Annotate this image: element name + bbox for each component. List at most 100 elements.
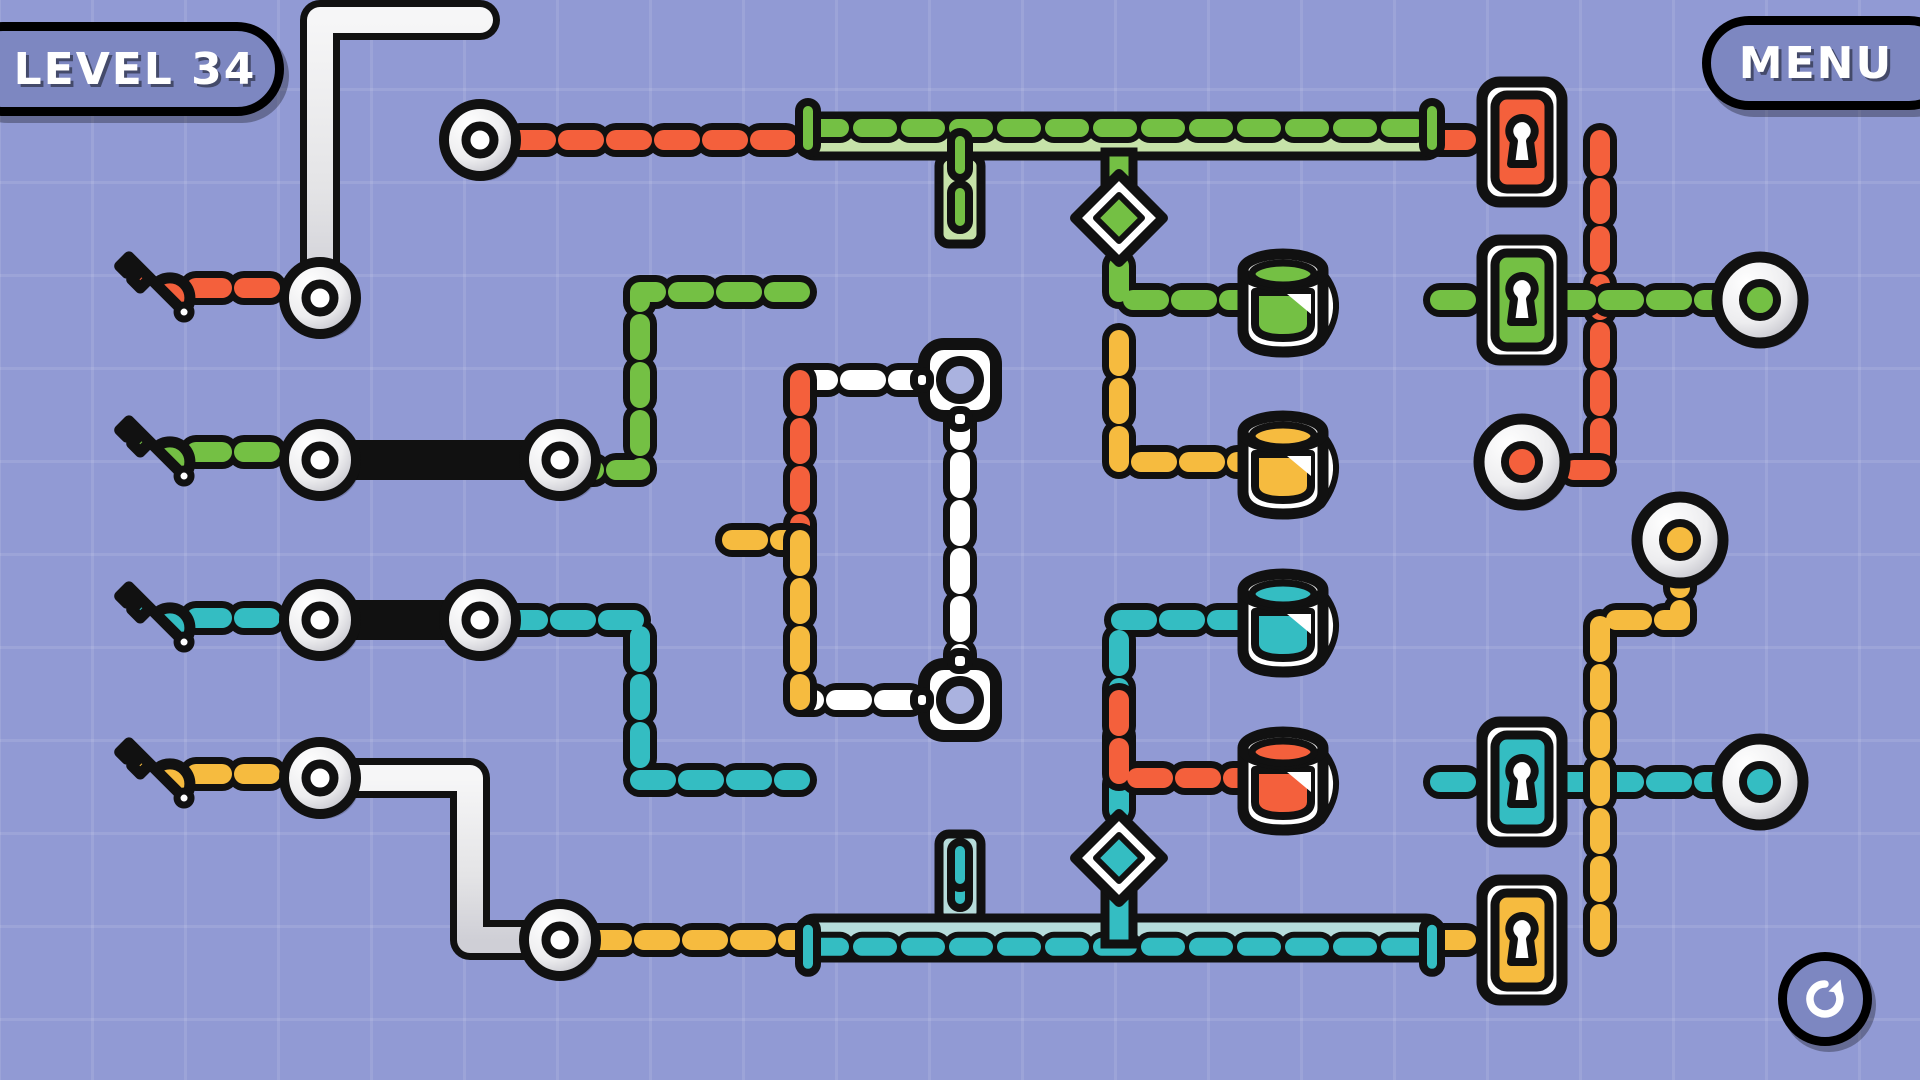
port-tab-left	[910, 367, 934, 393]
wires-layer	[179, 123, 1741, 957]
target-core	[1659, 519, 1701, 561]
paint-bucket-cyan[interactable]	[1237, 568, 1340, 678]
bar-stub-nub	[947, 180, 973, 234]
keyhole-icon	[1505, 912, 1539, 966]
bucket-paint-top	[1248, 259, 1318, 289]
wire-wire-white-port-link	[785, 363, 977, 717]
key-red[interactable]	[114, 243, 203, 327]
wire-outline	[1583, 561, 1697, 957]
target-core	[1501, 441, 1543, 483]
bucket-paint-top	[1248, 579, 1318, 609]
menu-button[interactable]: MENU	[1702, 16, 1920, 110]
bar-stub-nub	[947, 838, 973, 892]
pivot-pivot-b[interactable]	[439, 99, 521, 181]
bar-bus-green[interactable]	[795, 98, 1445, 267]
lock-red[interactable]	[1476, 76, 1568, 208]
wire-core	[792, 370, 970, 710]
reset-button[interactable]	[1778, 952, 1872, 1046]
target-cyan[interactable]	[1711, 733, 1809, 831]
keyhole-icon	[1505, 754, 1539, 808]
bucket-drip	[1287, 772, 1311, 792]
menu-label: MENU	[1738, 37, 1894, 89]
bucket-drip	[1287, 294, 1311, 314]
pivot-hub	[301, 759, 339, 797]
pivot-pivot-c[interactable]	[279, 419, 361, 501]
rod-outline	[300, 758, 580, 960]
key-hole	[173, 631, 195, 653]
wire-core	[1109, 610, 1250, 868]
bucket-paint-front	[1251, 608, 1315, 662]
refresh-icon	[1806, 979, 1844, 1018]
pivot-hub	[541, 921, 579, 959]
bar-end-nub	[1419, 916, 1445, 977]
port-tab-vert	[947, 648, 973, 674]
bar-bus-cyan[interactable]	[795, 809, 1445, 977]
lock-cyan[interactable]	[1476, 716, 1568, 848]
rod-rod-top[interactable]	[300, 0, 500, 318]
wire-outline	[1102, 603, 1257, 875]
keyhole-icon	[1505, 114, 1539, 168]
bucket-paint-front	[1251, 766, 1315, 820]
key-hole	[173, 465, 195, 487]
port-port-upper[interactable]	[910, 338, 1002, 432]
wire-outline	[1102, 683, 1257, 795]
bucket-paint-front	[1251, 450, 1315, 504]
key-body	[114, 737, 196, 804]
key-green[interactable]	[114, 407, 203, 491]
bar-end-nub	[1419, 98, 1445, 158]
key-hole	[173, 301, 195, 323]
target-green[interactable]	[1711, 251, 1809, 349]
bar-end-nub	[795, 98, 821, 158]
parts-layer	[114, 76, 1809, 1006]
pivot-hub	[541, 441, 579, 479]
port-tab-vert	[947, 406, 973, 432]
bucket-paint-front	[1251, 288, 1315, 342]
target-red[interactable]	[1473, 413, 1571, 511]
bars-layer	[795, 98, 1445, 977]
lock-yellow[interactable]	[1476, 874, 1568, 1006]
key-body	[114, 415, 196, 482]
wire-core	[582, 282, 810, 480]
pivot-hub	[301, 441, 339, 479]
switch-diamond-inner[interactable]	[1093, 832, 1145, 884]
rod-rod-bottom[interactable]	[300, 758, 580, 960]
pivot-pivot-a[interactable]	[279, 257, 361, 339]
paint-bucket-yellow[interactable]	[1237, 410, 1340, 520]
paint-bucket-red[interactable]	[1237, 726, 1340, 836]
port-socket	[936, 356, 984, 404]
level-label: LEVEL 34	[13, 43, 257, 95]
port-port-lower[interactable]	[910, 648, 1002, 742]
paint-bucket-green[interactable]	[1237, 248, 1340, 358]
target-yellow[interactable]	[1631, 491, 1729, 589]
pivot-hub	[461, 601, 499, 639]
pivot-pivot-d[interactable]	[519, 419, 601, 501]
rod-body	[307, 7, 493, 311]
port-socket	[936, 676, 984, 724]
wire-core	[502, 610, 810, 790]
lock-green[interactable]	[1476, 234, 1568, 366]
pivot-hub	[301, 279, 339, 317]
keyhole-icon	[1505, 272, 1539, 326]
key-yellow[interactable]	[114, 729, 203, 813]
key-body	[114, 581, 196, 648]
pivot-pivot-h[interactable]	[519, 899, 601, 981]
wire-wire-yellow-bucket-in	[1102, 323, 1257, 479]
target-core	[1739, 279, 1781, 321]
pivot-pivot-g[interactable]	[279, 737, 361, 819]
rod-body	[307, 765, 573, 953]
pivot-pivot-f[interactable]	[439, 579, 521, 661]
wire-outline	[495, 603, 817, 797]
pivot-hub	[461, 121, 499, 159]
wire-wire-yellow-riser	[1583, 561, 1697, 957]
switch-diamond-inner[interactable]	[1093, 192, 1145, 244]
wire-core	[1109, 330, 1250, 472]
pivot-pivot-e[interactable]	[279, 579, 361, 661]
bucket-drip	[1287, 456, 1311, 476]
wire-outline	[575, 275, 817, 487]
port-tab-left	[910, 687, 934, 713]
key-cyan[interactable]	[114, 573, 203, 657]
level-badge: LEVEL 34	[0, 22, 284, 116]
